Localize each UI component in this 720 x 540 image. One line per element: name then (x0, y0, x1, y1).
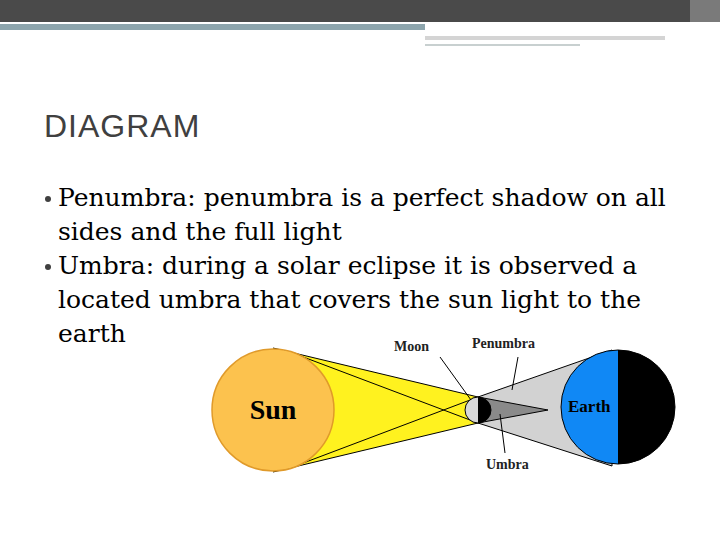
node-body: Sun (211, 348, 335, 472)
sun-circle: Sun (211, 348, 335, 472)
earth-day-side (561, 350, 618, 464)
umbra-label: Umbra (486, 457, 529, 473)
bullet-text: Umbra: during a solar eclipse it is obse… (58, 249, 675, 351)
umbra-cone (478, 397, 548, 423)
slide-title: DIAGRAM (44, 108, 200, 145)
sun-disc (212, 349, 334, 471)
moon-dark-half (478, 397, 491, 423)
bullet-text: Penumbra: penumbra is a perfect shadow o… (58, 181, 675, 249)
earth-night-side (618, 350, 675, 464)
node-label: Sun (250, 394, 297, 426)
top-bar-end (690, 0, 720, 22)
top-bar (0, 0, 690, 22)
bullet-item: Umbra: during a solar eclipse it is obse… (45, 249, 675, 351)
penumbra-label: Penumbra (472, 336, 535, 352)
bullet-dot (45, 264, 51, 270)
earth-outline (561, 350, 675, 464)
bullet-item: Penumbra: penumbra is a perfect shadow o… (45, 181, 675, 249)
bullet-dot (45, 196, 51, 202)
accent-line (425, 44, 580, 46)
moon-label: Moon (394, 339, 429, 355)
bullet-list: Penumbra: penumbra is a perfect shadow o… (45, 181, 675, 351)
node-body: Earth (560, 349, 676, 465)
earth-circle: Earth (560, 349, 676, 465)
accent-line (425, 36, 665, 40)
accent-line (0, 24, 425, 30)
leader-line (500, 414, 505, 453)
leader-line (440, 357, 471, 400)
node-label: Earth (568, 397, 611, 417)
leader-line (512, 357, 518, 390)
moon-circle (465, 397, 491, 423)
